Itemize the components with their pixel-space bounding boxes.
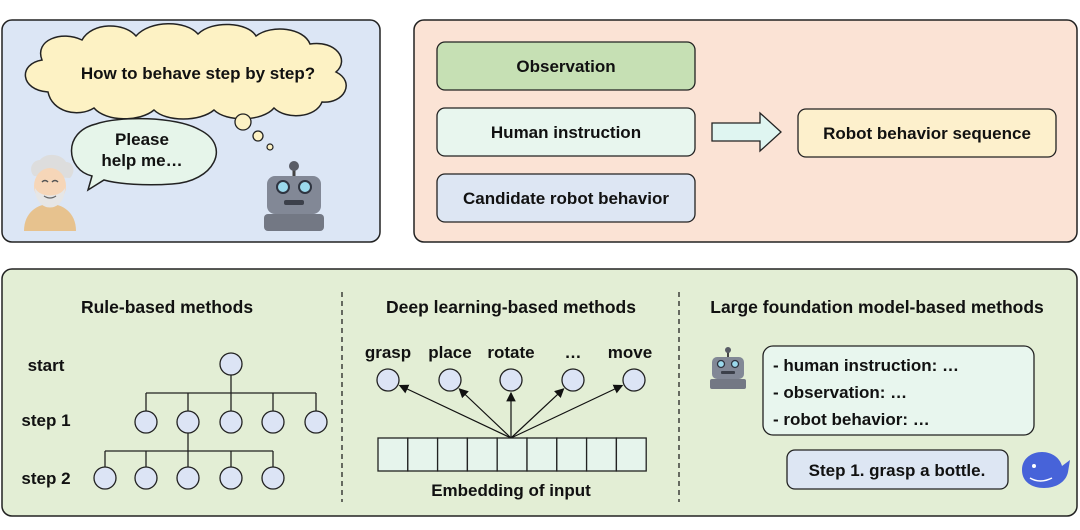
foundation-title: Large foundation model-based methods [710,297,1044,317]
action-label-place: place [428,343,471,362]
action-label-rotate: rotate [487,343,534,362]
level-label-step2: step 2 [21,469,70,488]
prompt-line: - observation: … [773,383,907,402]
candidate-behavior-box: Candidate robot behavior [436,173,696,223]
embedding-cell [496,437,528,472]
embedding-cell [556,437,588,472]
formulation-panel: Observation Human instruction Candidate … [413,19,1078,243]
level-label-step1: step 1 [21,411,70,430]
action-node [499,368,523,392]
human-instruction-label: Human instruction [491,123,641,142]
action-label-grasp: grasp [365,343,411,362]
speech-text-line1: Please [115,130,169,149]
action-node [622,368,646,392]
action-node [438,368,462,392]
observation-box: Observation [436,41,696,91]
embedding-cell [377,437,409,472]
rule-based-title: Rule-based methods [81,297,253,317]
tree-node-step1 [304,410,328,434]
tree-node-step2 [176,466,200,490]
tree-node-step1 [219,410,243,434]
deep-learning-title: Deep learning-based methods [386,297,636,317]
rule-tree [93,352,328,490]
robot-icon [264,161,324,231]
human-instruction-box: Human instruction [436,107,696,157]
prompt-line: - robot behavior: … [773,410,930,429]
embedding-label: Embedding of input [431,481,591,500]
action-node [376,368,400,392]
network-arrow [398,384,512,439]
speech-bubble: Please help me… [70,117,218,192]
embedding-cell [585,437,618,472]
cloud-text: How to behave step by step? [81,64,315,83]
tree-node-root [219,352,243,376]
action-label-ellipsis: … [565,343,582,362]
tree-node-step2 [261,466,285,490]
network-arrow [510,384,624,439]
answer-box: Step 1. grasp a bottle. [786,449,1009,490]
network-arrow [458,388,512,439]
answer-text: Step 1. grasp a bottle. [809,461,986,480]
whale-logo-icon [1022,452,1070,488]
tree-node-step2 [219,466,243,490]
action-label-move: move [608,343,652,362]
output-label: Robot behavior sequence [823,124,1031,143]
embedding-cell [407,437,439,472]
embedding-cell [466,437,498,472]
candidate-behavior-label: Candidate robot behavior [463,189,669,208]
level-label-start: start [28,356,65,375]
embedding-cell [615,437,647,472]
network-arrow [510,388,565,439]
thought-bubble-small [266,143,274,151]
tree-node-step2 [134,466,158,490]
embedding-cell [436,437,469,472]
observation-label: Observation [516,57,615,76]
speech-text-line2: help me… [101,151,182,170]
thought-cloud: How to behave step by step? [24,23,347,120]
methods-panel: Rule-based methods start step 1 step 2 D… [1,268,1078,517]
tree-node-step1 [134,410,158,434]
tree-node-step2 [93,466,117,490]
action-node [561,368,585,392]
tree-node-step1 [176,410,200,434]
embedding-cell [526,437,558,472]
output-box: Robot behavior sequence [797,108,1057,158]
scene-panel: How to behave step by step? Please help … [1,19,381,243]
tree-node-step1 [261,410,285,434]
thought-bubble-medium [252,130,264,142]
dl-network [376,368,647,472]
small-robot-icon [710,347,746,389]
right-arrow-icon [711,111,782,153]
prompt-box: - human instruction: … - observation: … … [762,345,1035,436]
prompt-line: - human instruction: … [773,356,959,375]
thought-bubble-large [234,113,252,131]
elderly-person-icon [24,154,76,231]
